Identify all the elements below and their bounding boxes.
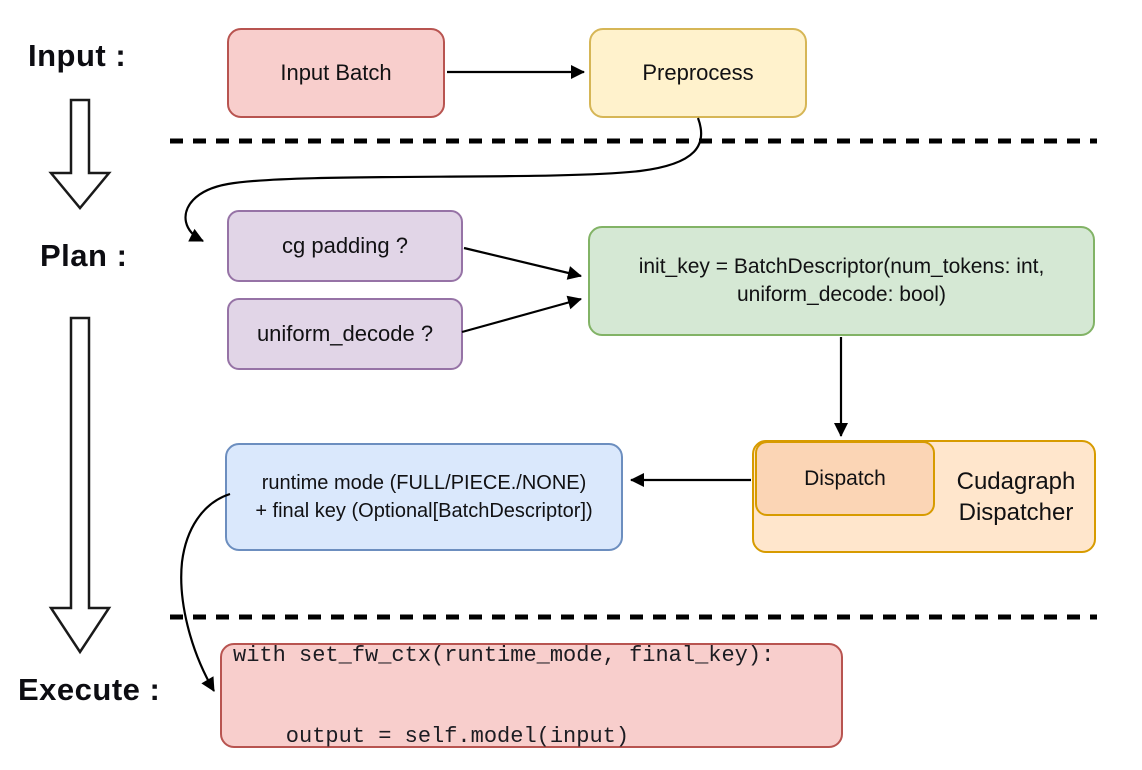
plan-stage-label: Plan : — [40, 238, 128, 273]
runtime-mode-line2: + final key (Optional[BatchDescriptor]) — [255, 500, 593, 522]
init-key-line1: init_key = BatchDescriptor(num_tokens: i… — [638, 255, 1045, 278]
preprocess-label: Preprocess — [642, 60, 754, 85]
dispatch-label: Dispatch — [804, 466, 886, 490]
cg-padding-label: cg padding ? — [282, 233, 408, 258]
cg-padding-node: cg padding ? — [227, 210, 463, 282]
input-batch-node: Input Batch — [227, 28, 445, 118]
execute-code-line2: output = self.model(input) — [233, 723, 630, 749]
dispatch-node: Dispatch — [755, 441, 935, 516]
preprocess-node: Preprocess — [589, 28, 807, 118]
connector-uniform-decode-to-init-key — [461, 295, 582, 334]
runtime-mode-line1: runtime mode (FULL/PIECE./NONE) — [261, 472, 587, 494]
cudagraph-line2: Dispatcher — [958, 498, 1074, 526]
connector-cg-padding-to-init-key — [463, 246, 582, 280]
uniform-decode-label: uniform_decode ? — [256, 321, 434, 346]
uniform-decode-node: uniform_decode ? — [227, 298, 463, 370]
input-stage-arrow-icon — [48, 98, 112, 210]
plan-stage-arrow-icon — [48, 316, 112, 655]
input-batch-label: Input Batch — [280, 60, 392, 85]
execute-stage-label: Execute : — [18, 672, 161, 707]
input-stage-label: Input : — [28, 38, 127, 73]
cudagraph-dispatcher-node: Dispatch Cudagraph Dispatcher — [752, 440, 1096, 553]
cudagraph-dispatcher-label: Cudagraph Dispatcher — [938, 442, 1094, 551]
cudagraph-line1: Cudagraph — [956, 467, 1076, 495]
init-key-line2: uniform_decode: bool) — [737, 283, 946, 306]
execute-code-node: with set_fw_ctx(runtime_mode, final_key)… — [220, 642, 843, 749]
execute-code-line1: with set_fw_ctx(runtime_mode, final_key)… — [233, 642, 775, 668]
init-key-node: init_key = BatchDescriptor(num_tokens: i… — [588, 226, 1095, 336]
runtime-mode-node: runtime mode (FULL/PIECE./NONE) + final … — [225, 443, 623, 551]
